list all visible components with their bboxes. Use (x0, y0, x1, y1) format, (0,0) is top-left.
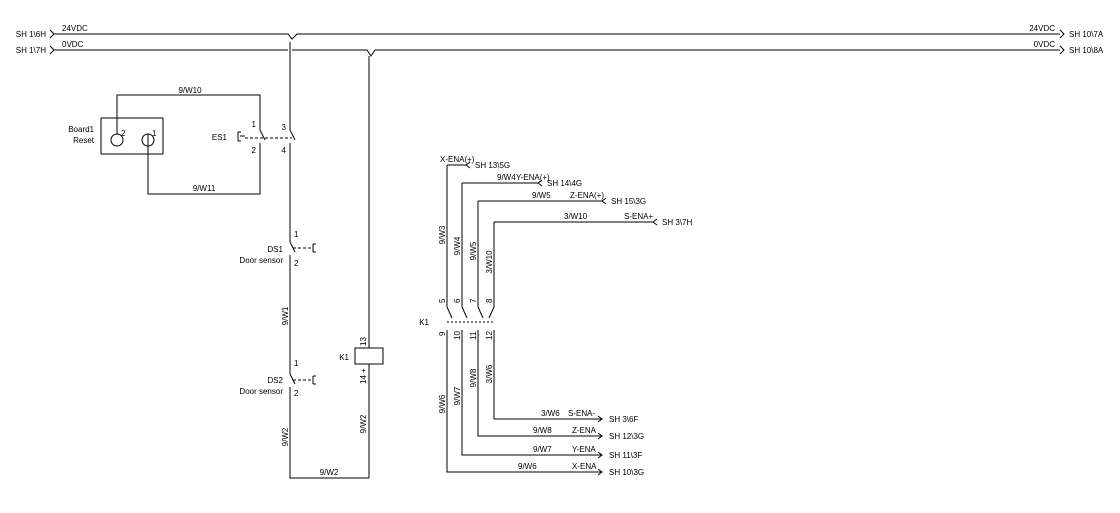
wire-label-9w7-vertical: 9/W7 (453, 386, 462, 405)
board1-sub: Reset (73, 136, 95, 145)
signal-ref: SH 3\6F (609, 415, 638, 424)
signal-z-ena-plus: 9/W5 Z-ENA(+) SH 15\3G (532, 191, 646, 206)
signal-x-ena: 9/W6 X-ENA SH 10\3G (518, 462, 644, 477)
es1-pin-1: 1 (252, 120, 257, 129)
ds1-desc: Door sensor (239, 256, 283, 265)
signal-name: Y-ENA(+) (516, 173, 550, 182)
signal-name: S-ENA+ (624, 212, 653, 221)
signal-s-ena-minus: 3/W6 S-ENA- SH 3\6F (541, 409, 638, 424)
signal-name: Z-ENA (572, 426, 597, 435)
wire-label-9w11: 9/W11 (193, 184, 216, 193)
k1-pin-6: 6 (453, 298, 462, 303)
signal-wire: 9/W7 (533, 445, 552, 454)
ds2-door-sensor: 1 2 DS2 Door sensor (239, 359, 316, 398)
rail-24vdc-ref-right: SH 10\7A (1069, 30, 1104, 39)
signal-name: Y-ENA (572, 445, 596, 454)
board1-reset: 2 1 Board1 Reset (68, 117, 164, 155)
signal-name: X-ENA (572, 462, 597, 471)
k1-pin-10: 10 (453, 331, 462, 340)
signal-wire: 9/W4 (497, 173, 516, 182)
wire-label-9w1: 9/W1 (281, 306, 290, 325)
k1-contacts-label: K1 (419, 318, 429, 327)
signal-ref: SH 12\3G (609, 432, 644, 441)
es1-switch: ES1 1 2 3 4 (212, 120, 296, 155)
wire-label-3w10: 3/W10 (485, 250, 494, 274)
ds2-pin-1: 1 (294, 359, 299, 368)
es1-label: ES1 (212, 133, 228, 142)
signal-ref: SH 11\3F (609, 451, 642, 460)
signal-name: Z-ENA(+) (570, 191, 604, 200)
ds2-label: DS2 (267, 376, 283, 385)
signal-z-ena: 9/W8 Z-ENA SH 12\3G (533, 426, 644, 441)
rail-24vdc-ref-left: SH 1\6H (16, 30, 46, 39)
wire-label-9w2-bottom: 9/W2 (320, 468, 339, 477)
k1-contact-bank: K1 5 6 7 8 9 10 11 12 (419, 298, 495, 340)
wire-label-9w4: 9/W4 (453, 236, 462, 255)
wire-label-9w8-vertical: 9/W8 (469, 368, 478, 387)
k1-pin-11: 11 (469, 331, 478, 340)
board1-name: Board1 (68, 125, 94, 134)
signal-ref: SH 14\4G (547, 179, 582, 188)
signal-y-ena-plus: 9/W4 Y-ENA(+) SH 14\4G (497, 173, 582, 188)
signal-ref: SH 3\7H (662, 218, 692, 227)
signal-x-ena-plus: X-ENA(+) SH 13\5G (440, 155, 510, 170)
k1-pin-9: 9 (438, 331, 447, 336)
ds2-pin-2: 2 (294, 389, 299, 398)
signal-y-ena: 9/W7 Y-ENA SH 11\3F (533, 445, 642, 460)
wire-label-9w3: 9/W3 (438, 225, 447, 244)
rail-0vdc-voltage-right: 0VDC (1034, 40, 1056, 49)
signal-wire: 9/W5 (532, 191, 551, 200)
rail-0vdc-ref-left: SH 1\7H (16, 46, 46, 55)
k1-coil: K1 13 14 + (339, 337, 384, 384)
es1-pin-4: 4 (282, 146, 287, 155)
signal-wire: 9/W8 (533, 426, 552, 435)
signal-ref: SH 15\3G (611, 197, 646, 206)
k1-pin-5: 5 (438, 298, 447, 303)
rail-24vdc: SH 1\6H 24VDC 24VDC SH 10\7A (16, 24, 1104, 40)
ds1-door-sensor: 1 2 DS1 Door sensor (239, 230, 316, 268)
rail-24vdc-voltage-left: 24VDC (62, 24, 88, 33)
ds1-pin-1: 1 (294, 230, 299, 239)
es1-pin-2: 2 (252, 146, 257, 155)
signal-ref: SH 10\3G (609, 468, 644, 477)
k1-pin-8: 8 (485, 298, 494, 303)
signal-name: S-ENA- (568, 409, 595, 418)
k1-coil-pin-bottom: 14 + (359, 368, 368, 384)
board1-pin-right: 1 (152, 129, 157, 138)
rail-0vdc-voltage-left: 0VDC (62, 40, 84, 49)
ds1-pin-2: 2 (294, 259, 299, 268)
k1-pin-7: 7 (469, 298, 478, 303)
signal-wire: 9/W6 (518, 462, 537, 471)
wire-label-9w2-right: 9/W2 (359, 414, 368, 433)
k1-pin-12: 12 (485, 331, 494, 340)
k1-coil-label: K1 (339, 353, 349, 362)
wire-label-9w5: 9/W5 (469, 241, 478, 260)
wire-label-9w2-left: 9/W2 (281, 427, 290, 446)
wire-label-3w6-vertical: 3/W6 (485, 364, 494, 383)
signal-ref: SH 13\5G (475, 161, 510, 170)
signal-s-ena-plus: 3/W10 S-ENA+ SH 3\7H (564, 212, 692, 227)
es1-pin-3: 3 (282, 123, 287, 132)
rail-0vdc: SH 1\7H 0VDC 0VDC SH 10\8A (16, 40, 1104, 57)
ds1-label: DS1 (267, 245, 283, 254)
board1-pin-left: 2 (121, 129, 126, 138)
signal-wire: 3/W10 (564, 212, 588, 221)
rail-24vdc-voltage-right: 24VDC (1029, 24, 1055, 33)
ds2-desc: Door sensor (239, 387, 283, 396)
rail-0vdc-ref-right: SH 10\8A (1069, 46, 1104, 55)
wire-label-9w6-vertical: 9/W6 (438, 394, 447, 413)
wire-label-9w10-top: 9/W10 (178, 86, 202, 95)
signal-name: X-ENA(+) (440, 155, 475, 164)
signal-wire: 3/W6 (541, 409, 560, 418)
k1-coil-pin-top: 13 (359, 337, 368, 346)
